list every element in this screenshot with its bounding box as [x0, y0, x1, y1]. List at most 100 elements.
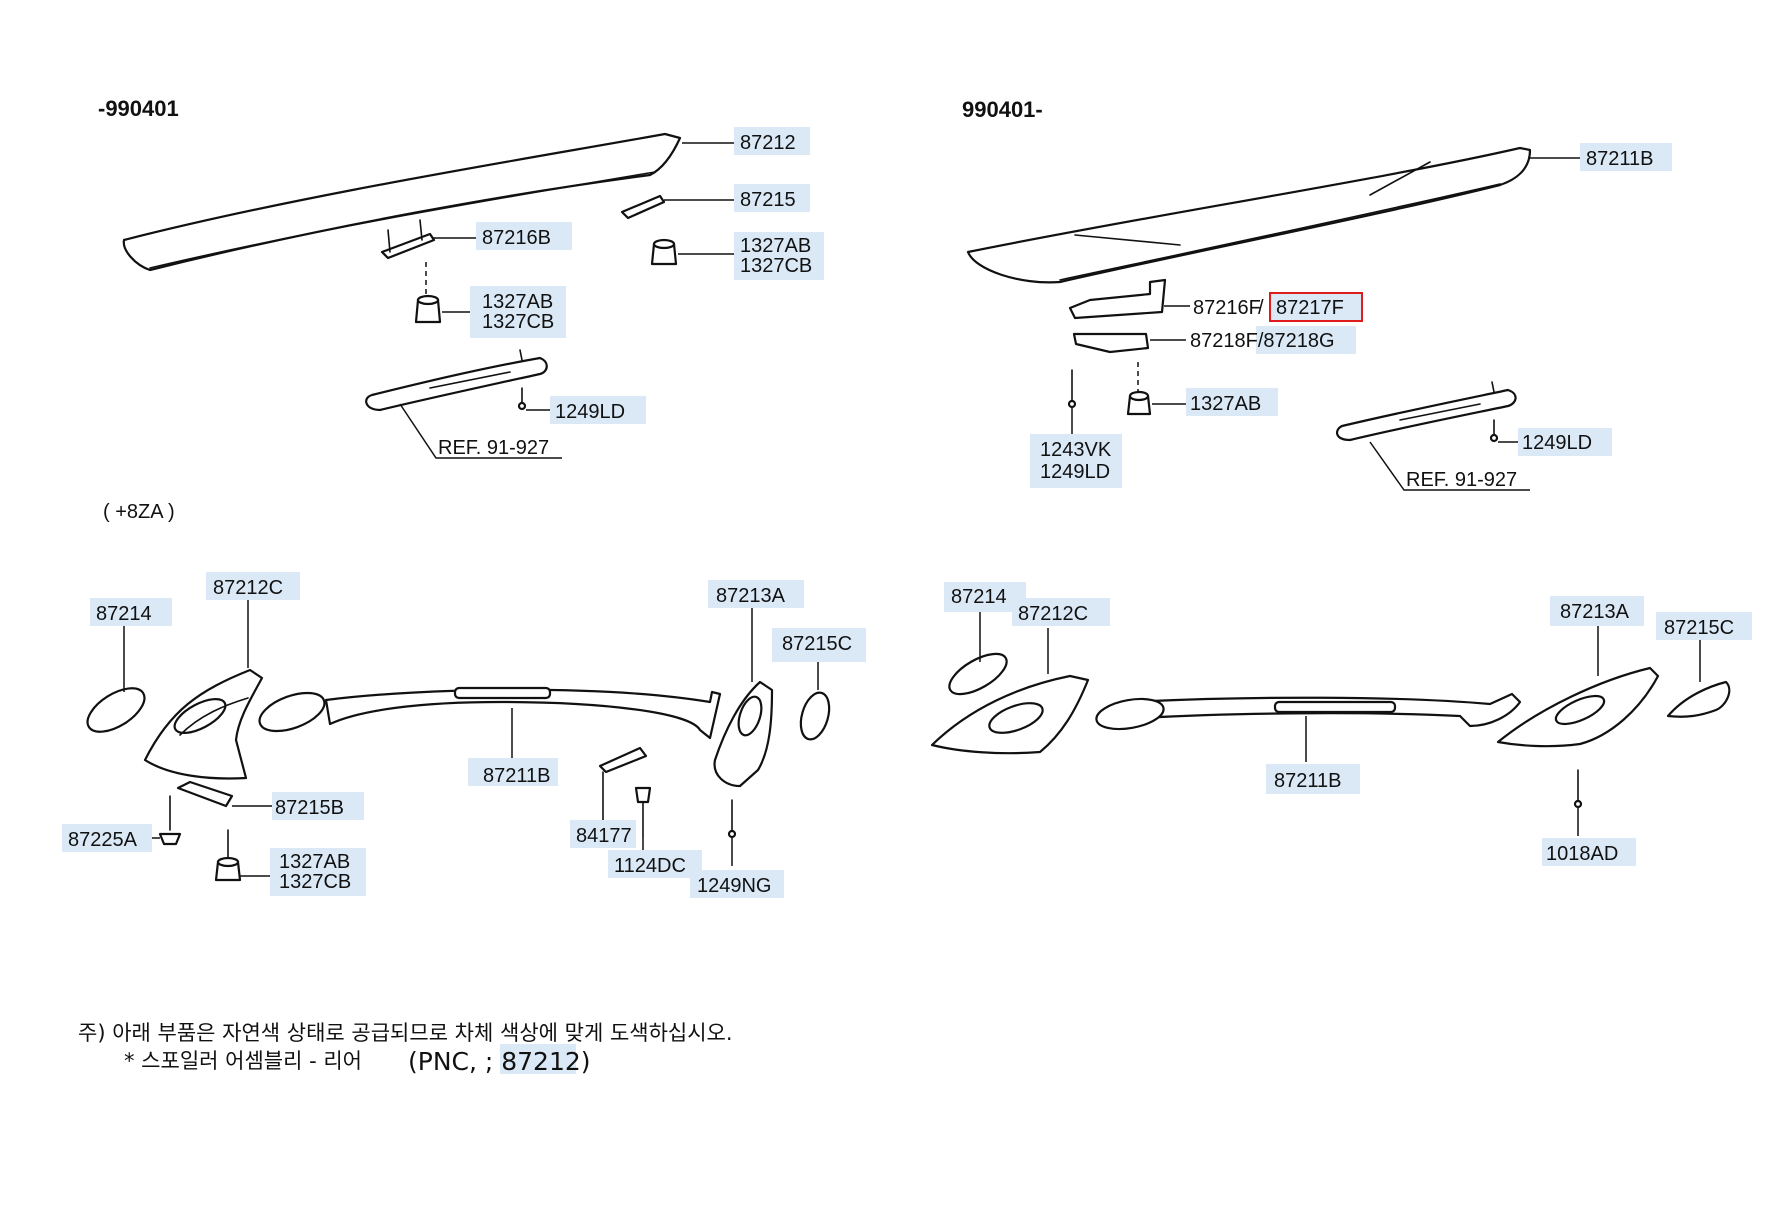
label-87213a-br[interactable]: 87213A — [1550, 596, 1644, 626]
spoiler-top-right — [966, 146, 1532, 284]
svg-text:/: / — [1258, 297, 1264, 319]
label-87225a-bl[interactable]: 87225A — [62, 824, 152, 852]
label-ref-tl[interactable]: REF. 91-927 — [438, 437, 549, 459]
svg-text:1327AB: 1327AB — [1190, 393, 1261, 415]
svg-text:87214: 87214 — [96, 603, 152, 625]
bolt-bl-1124dc — [634, 786, 652, 837]
svg-text:87216B: 87216B — [482, 227, 551, 249]
clip-87215 — [620, 194, 666, 220]
stop-lamp-tr — [1335, 381, 1517, 442]
screw-bl-1249ng — [727, 799, 737, 839]
label-87218f-87218g[interactable]: 87218F/87218G — [1190, 326, 1356, 354]
screw-tl-1249ld — [517, 387, 527, 411]
note-pnc: (PNC, ; 87212) — [408, 1047, 591, 1076]
screw-tr-1249ld — [1489, 419, 1499, 443]
label-1327ab-tr[interactable]: 1327AB — [1186, 388, 1278, 416]
bracket-bl-84177 — [598, 746, 648, 821]
screw-tr-1243vk — [1067, 369, 1077, 409]
label-87212c-br[interactable]: 87212C — [1012, 598, 1110, 626]
grommet-tl-center — [414, 294, 442, 324]
label-1249ng-bl[interactable]: 1249NG — [690, 870, 784, 898]
grommet-tr — [1126, 390, 1152, 416]
end-cap-bl-87214 — [86, 687, 146, 733]
bracket-87216b — [380, 219, 436, 260]
svg-text:87211B: 87211B — [1274, 770, 1341, 792]
label-1124dc-bl[interactable]: 1124DC — [608, 850, 702, 878]
label-ref-tr[interactable]: REF. 91-927 — [1406, 469, 1517, 491]
grommet-tl-right — [650, 238, 678, 266]
spoiler-top-left — [122, 132, 682, 272]
label-87217f-selected[interactable]: 87217F — [1269, 292, 1363, 322]
label-87215b-bl[interactable]: 87215B — [272, 792, 364, 820]
label-1018ad-br[interactable]: 1018AD — [1542, 838, 1636, 866]
label-87215c-br[interactable]: 87215C — [1656, 612, 1752, 640]
svg-text:87211B: 87211B — [1586, 148, 1653, 170]
svg-text:1327CB: 1327CB — [279, 871, 351, 893]
svg-text:87216F: 87216F — [1193, 297, 1261, 319]
bracket-87218f — [1072, 332, 1150, 354]
svg-text:87215C: 87215C — [782, 633, 852, 655]
label-87215[interactable]: 87215 — [734, 184, 810, 212]
label-87213a-bl[interactable]: 87213A — [708, 580, 804, 608]
svg-text:1124DC: 1124DC — [614, 855, 686, 877]
label-87216f[interactable]: 87216F/ — [1193, 297, 1264, 319]
option-code: ( +8ZA ) — [103, 501, 175, 523]
label-87216b[interactable]: 87216B — [476, 222, 572, 250]
svg-text:1327AB: 1327AB — [482, 291, 553, 313]
svg-text:1327AB: 1327AB — [279, 851, 350, 873]
label-87215c-bl[interactable]: 87215C — [772, 628, 866, 662]
end-plate-br-87213a — [1496, 666, 1660, 748]
end-plate-br-87212c — [930, 674, 1090, 755]
end-plate-bl-87213a — [713, 680, 774, 788]
screw-br-1018ad — [1573, 769, 1583, 809]
svg-text:87213A: 87213A — [716, 585, 786, 607]
label-87211b-bl[interactable]: 87211B — [468, 758, 558, 787]
end-cap-br-87215c — [1666, 680, 1731, 718]
svg-text:87212C: 87212C — [213, 577, 283, 599]
svg-text:87225A: 87225A — [68, 829, 138, 851]
svg-text:87215: 87215 — [740, 189, 796, 211]
note-spoiler-assembly: * 스포일러 어셈블리 - 리어 — [124, 1049, 362, 1073]
svg-text:87217F: 87217F — [1276, 297, 1344, 319]
svg-text:1327CB: 1327CB — [740, 255, 812, 277]
label-87212c-bl[interactable]: 87212C — [206, 572, 300, 600]
note-pnc-highlight — [500, 1044, 576, 1074]
label-87212[interactable]: 87212 — [734, 127, 810, 155]
label-87211b-br[interactable]: 87211B — [1266, 764, 1360, 794]
grommet-bl — [214, 829, 242, 882]
label-1249ld-tr[interactable]: 1249LD — [1518, 428, 1612, 456]
beam-bl-87211b — [258, 686, 722, 740]
svg-text:1018AD: 1018AD — [1546, 843, 1618, 865]
svg-text:1249LD: 1249LD — [555, 401, 625, 423]
end-plate-bl-87212c — [143, 668, 264, 780]
svg-text:REF. 91-927: REF. 91-927 — [1406, 469, 1517, 491]
svg-text:1249NG: 1249NG — [697, 875, 772, 897]
svg-text:87215B: 87215B — [275, 797, 344, 819]
label-87211b-tr[interactable]: 87211B — [1580, 143, 1672, 171]
svg-text:87215C: 87215C — [1664, 617, 1734, 639]
svg-text:1249LD: 1249LD — [1522, 432, 1592, 454]
bracket-87216f — [1068, 278, 1167, 320]
section-range-after: 990401- — [962, 97, 1043, 122]
svg-text:1327AB: 1327AB — [740, 235, 811, 257]
screw-bl-87225a — [158, 795, 182, 846]
svg-text:84177: 84177 — [576, 825, 632, 847]
label-1249ld-tl[interactable]: 1249LD — [550, 396, 646, 424]
svg-text:1327CB: 1327CB — [482, 311, 554, 333]
svg-text:87214: 87214 — [951, 586, 1007, 608]
svg-text:87212: 87212 — [740, 132, 796, 154]
svg-text:87212C: 87212C — [1018, 603, 1088, 625]
beam-br-87211b — [1095, 692, 1522, 731]
end-cap-br-87214 — [948, 652, 1008, 696]
note-paint-instruction: 주) 아래 부품은 자연색 상태로 공급되므로 차체 색상에 맞게 도색하십시오… — [78, 1021, 733, 1045]
section-range-before: -990401 — [98, 96, 179, 121]
svg-text:1243VK: 1243VK — [1040, 439, 1112, 461]
label-87214-bl[interactable]: 87214 — [90, 598, 172, 626]
label-84177-bl[interactable]: 84177 — [570, 820, 636, 848]
svg-text:REF. 91-927: REF. 91-927 — [438, 437, 549, 459]
